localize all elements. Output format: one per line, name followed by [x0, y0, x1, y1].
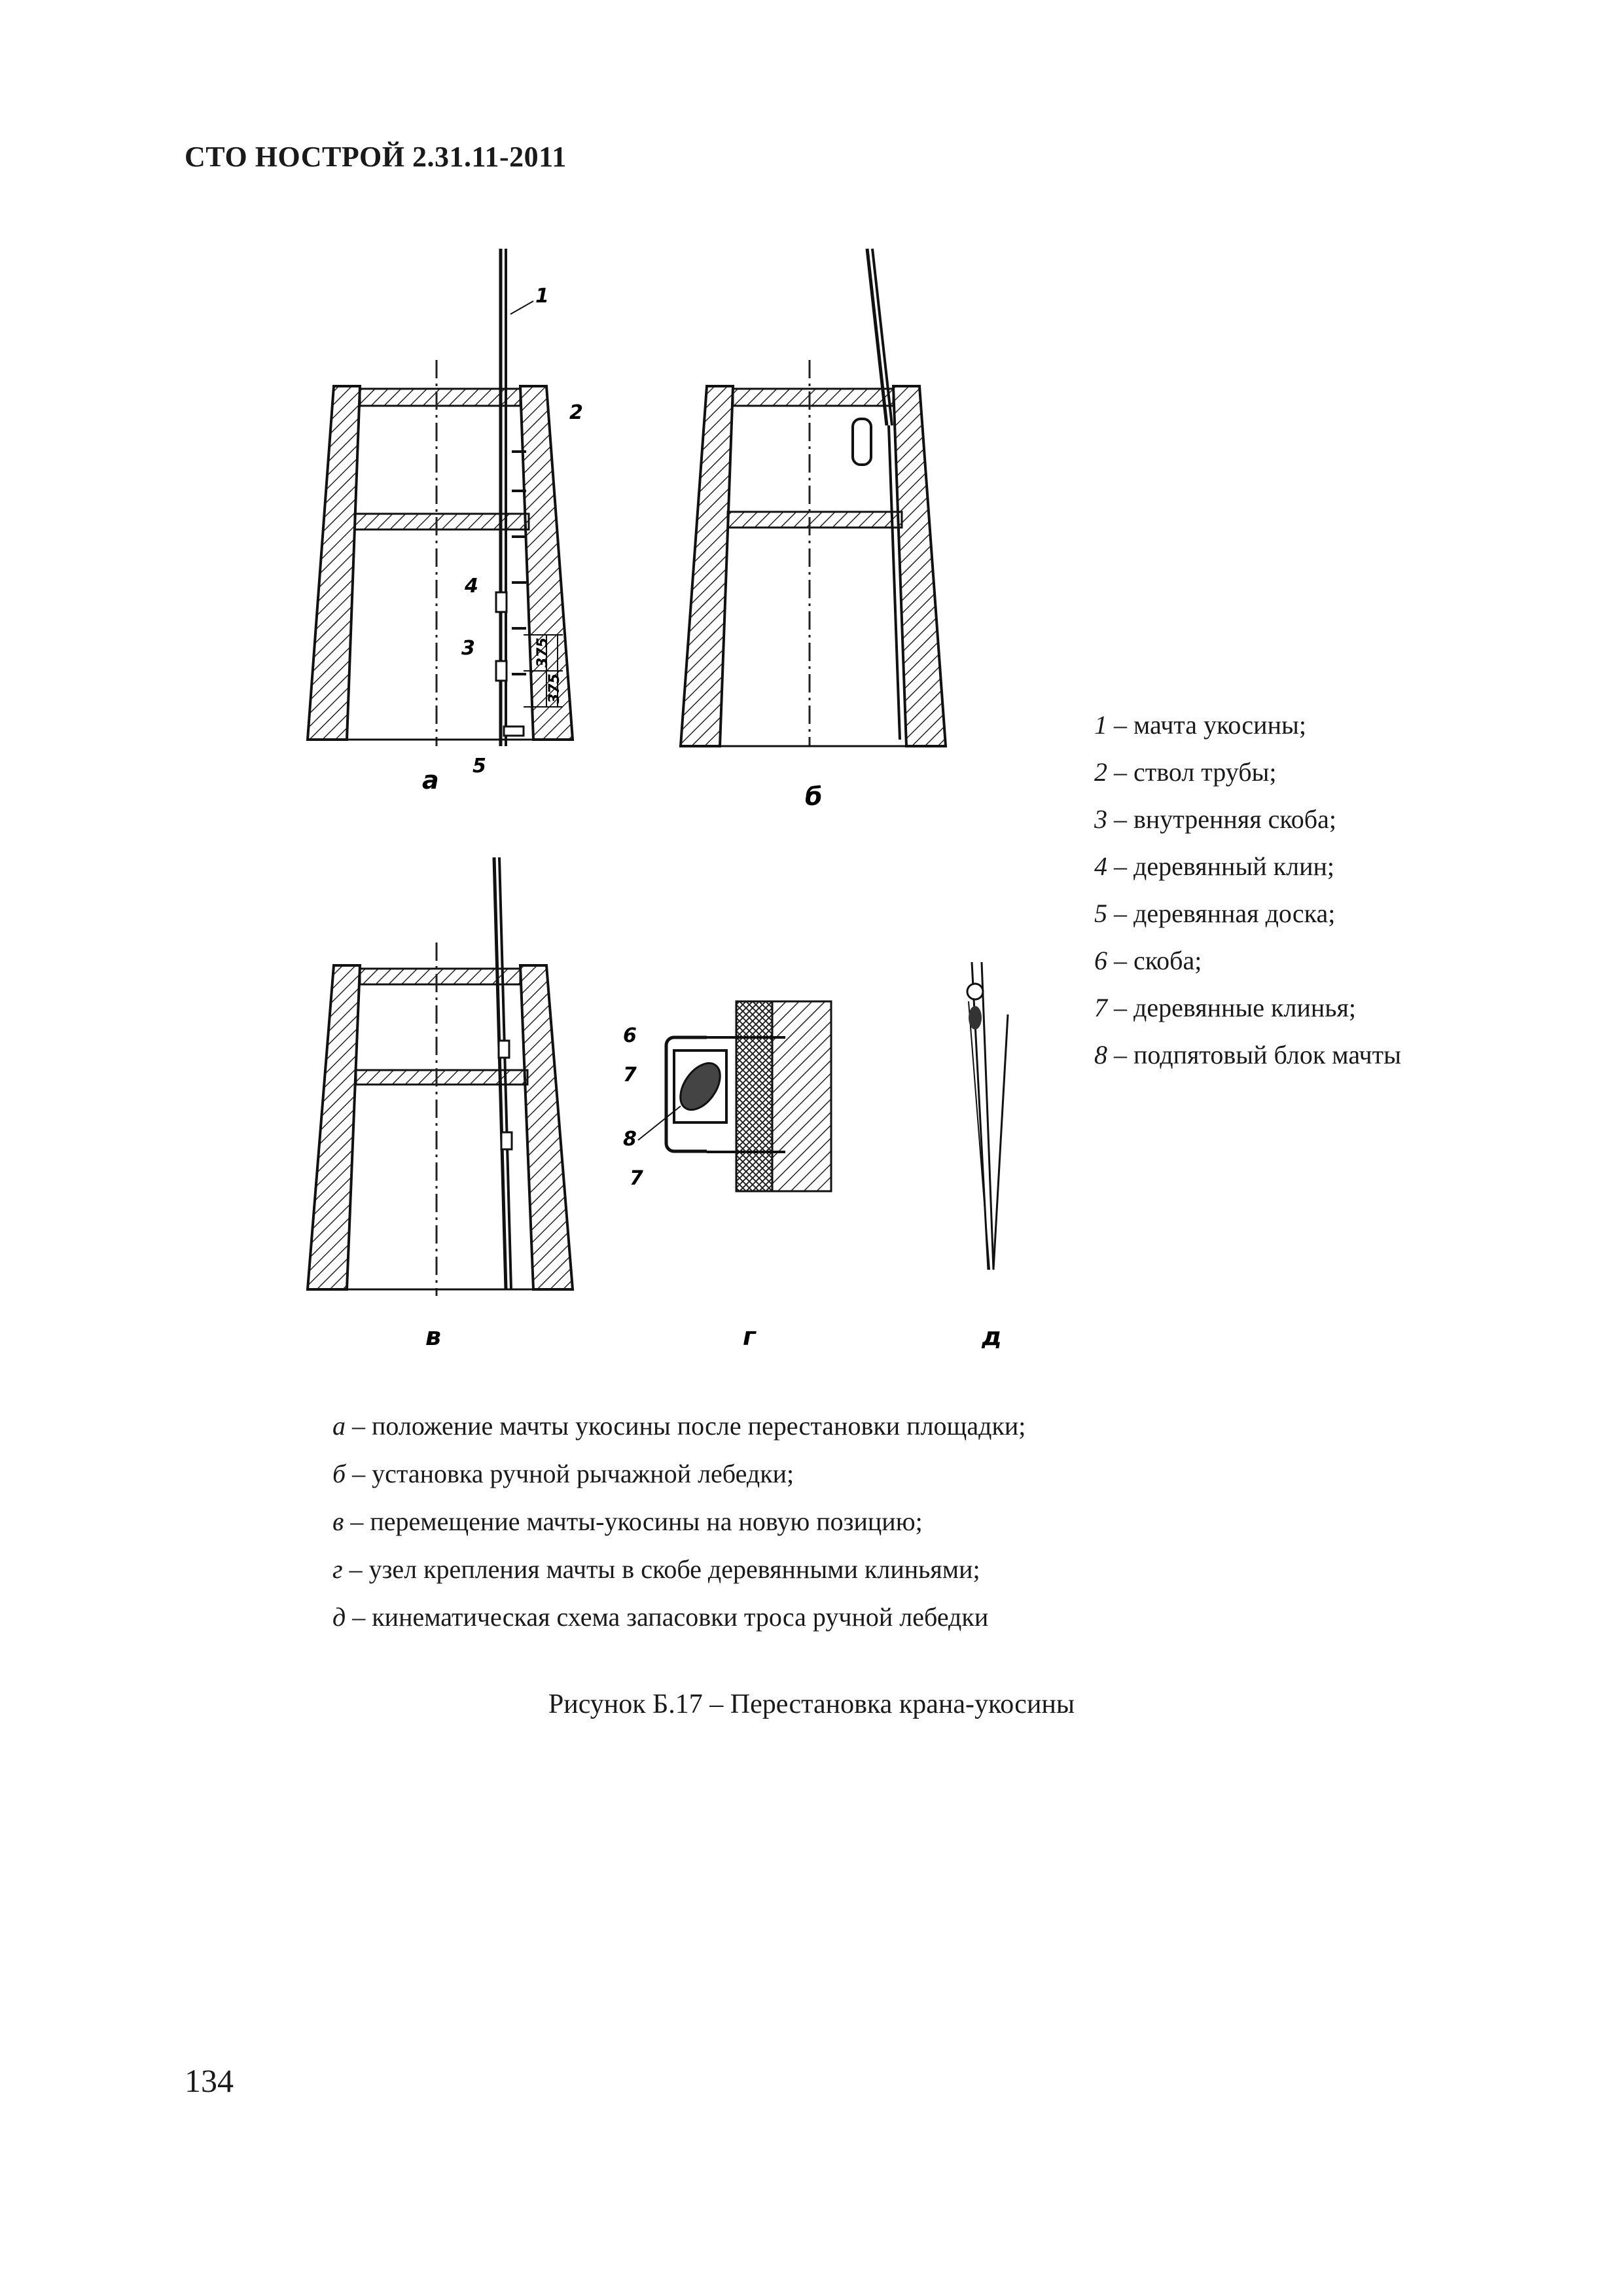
- caption-item: а – положение мачты укосины после перест…: [332, 1411, 1026, 1441]
- panel-letter-d: г: [743, 1322, 757, 1348]
- caption-item: б – установка ручной рычажной лебедки;: [332, 1459, 794, 1488]
- legend-item: 2 – ствол трубы;: [1094, 757, 1277, 787]
- panel-a: 375 375 1 2 3 4 5 а: [306, 249, 583, 795]
- panel-d: 6 7 8 7 г: [623, 1000, 832, 1348]
- panel-letter-c: в: [425, 1322, 441, 1348]
- callout-2: 2: [569, 401, 583, 424]
- figure-drawing: 375 375 1 2 3 4 5 а б: [306, 248, 1009, 1348]
- callout-4: 4: [464, 575, 478, 598]
- panel-captions: а – положение мачты укосины после перест…: [332, 1402, 1026, 1641]
- figure-legend: 1 – мачта укосины; 2 – ствол трубы; 3 – …: [1094, 702, 1401, 1079]
- callout-5: 5: [473, 755, 486, 778]
- callout-1: 1: [535, 285, 549, 308]
- technical-figure: 375 375 1 2 3 4 5 а б: [288, 229, 1060, 1348]
- panel-e: д: [966, 961, 1009, 1348]
- callout-7-upper: 7: [623, 1064, 637, 1086]
- legend-item: 5 – деревянная доска;: [1094, 899, 1336, 928]
- caption-item: д – кинематическая схема запасовки троса…: [332, 1602, 989, 1632]
- legend-item: 7 – деревянные клинья;: [1094, 993, 1357, 1022]
- panel-c: в: [306, 857, 575, 1348]
- legend-item: 6 – скоба;: [1094, 946, 1202, 975]
- page-number: 134: [185, 2062, 234, 2099]
- figure-title: Рисунок Б.17 – Перестановка крана-укосин…: [548, 1689, 1075, 1719]
- callout-8: 8: [623, 1128, 637, 1151]
- legend-item: 4 – деревянный клин;: [1094, 852, 1335, 881]
- legend-item: 3 – внутренняя скоба;: [1094, 804, 1336, 834]
- panel-letter-e: д: [981, 1322, 1002, 1348]
- legend-item: 1 – мачта укосины;: [1094, 710, 1306, 740]
- dimension-label-1: 375: [535, 637, 551, 668]
- panel-letter-a: а: [422, 766, 439, 795]
- dimension-label-2: 375: [546, 673, 563, 704]
- callout-6: 6: [623, 1024, 637, 1047]
- legend-item: 8 – подпятовый блок мачты: [1094, 1040, 1401, 1069]
- panel-b: б: [679, 248, 948, 811]
- callout-3: 3: [461, 637, 475, 660]
- document-header: СТО НОСТРОЙ 2.31.11-2011: [185, 141, 567, 173]
- caption-item: в – перемещение мачты-укосины на новую п…: [332, 1507, 923, 1536]
- caption-item: г – узел крепления мачты в скобе деревян…: [332, 1554, 980, 1584]
- callout-7-lower: 7: [630, 1167, 643, 1190]
- panel-letter-b: б: [805, 782, 823, 811]
